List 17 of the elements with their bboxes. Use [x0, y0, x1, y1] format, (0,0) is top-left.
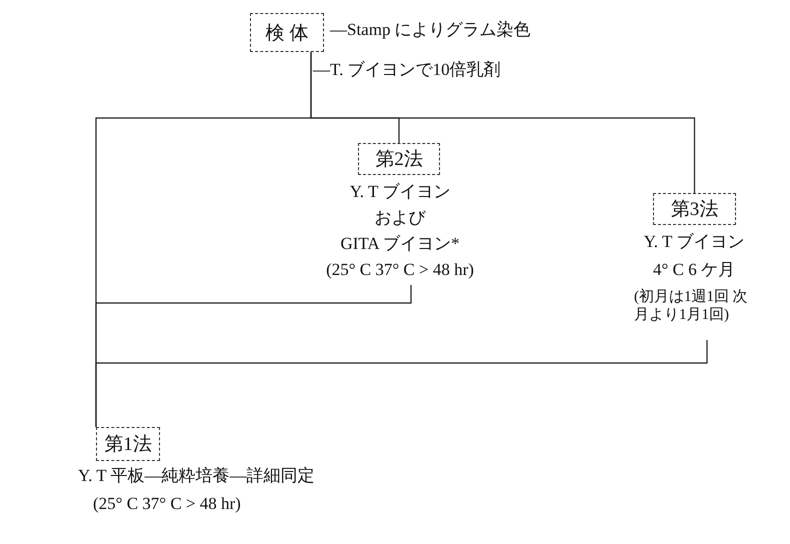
- connector-line: [310, 52, 696, 193]
- step-note: (25° C 37° C > 48 hr): [326, 260, 474, 280]
- step-note: および: [374, 208, 426, 228]
- edge-label: —T. ブイヨンで10倍乳剤: [313, 60, 501, 80]
- step-note: GITA ブイヨン*: [340, 234, 460, 254]
- step-note: Y. T ブイヨン: [350, 182, 450, 202]
- step-note: Y. T ブイヨン: [644, 232, 744, 252]
- method-box: 検 体: [250, 13, 324, 52]
- method-box: 第1法: [96, 427, 160, 461]
- step-note: —Stamp によりグラム染色: [330, 20, 531, 40]
- step-note: (初月は1週1回 次月より1月1回): [634, 288, 749, 324]
- connector-line: [95, 340, 708, 427]
- step-note: Y. T 平板—純粋培養—詳細同定: [78, 466, 315, 486]
- step-note: (25° C 37° C > 48 hr): [93, 494, 241, 514]
- method-box: 第3法: [653, 193, 736, 225]
- method-box: 第2法: [358, 143, 440, 175]
- step-note: 4° C 6 ケ月: [653, 260, 735, 280]
